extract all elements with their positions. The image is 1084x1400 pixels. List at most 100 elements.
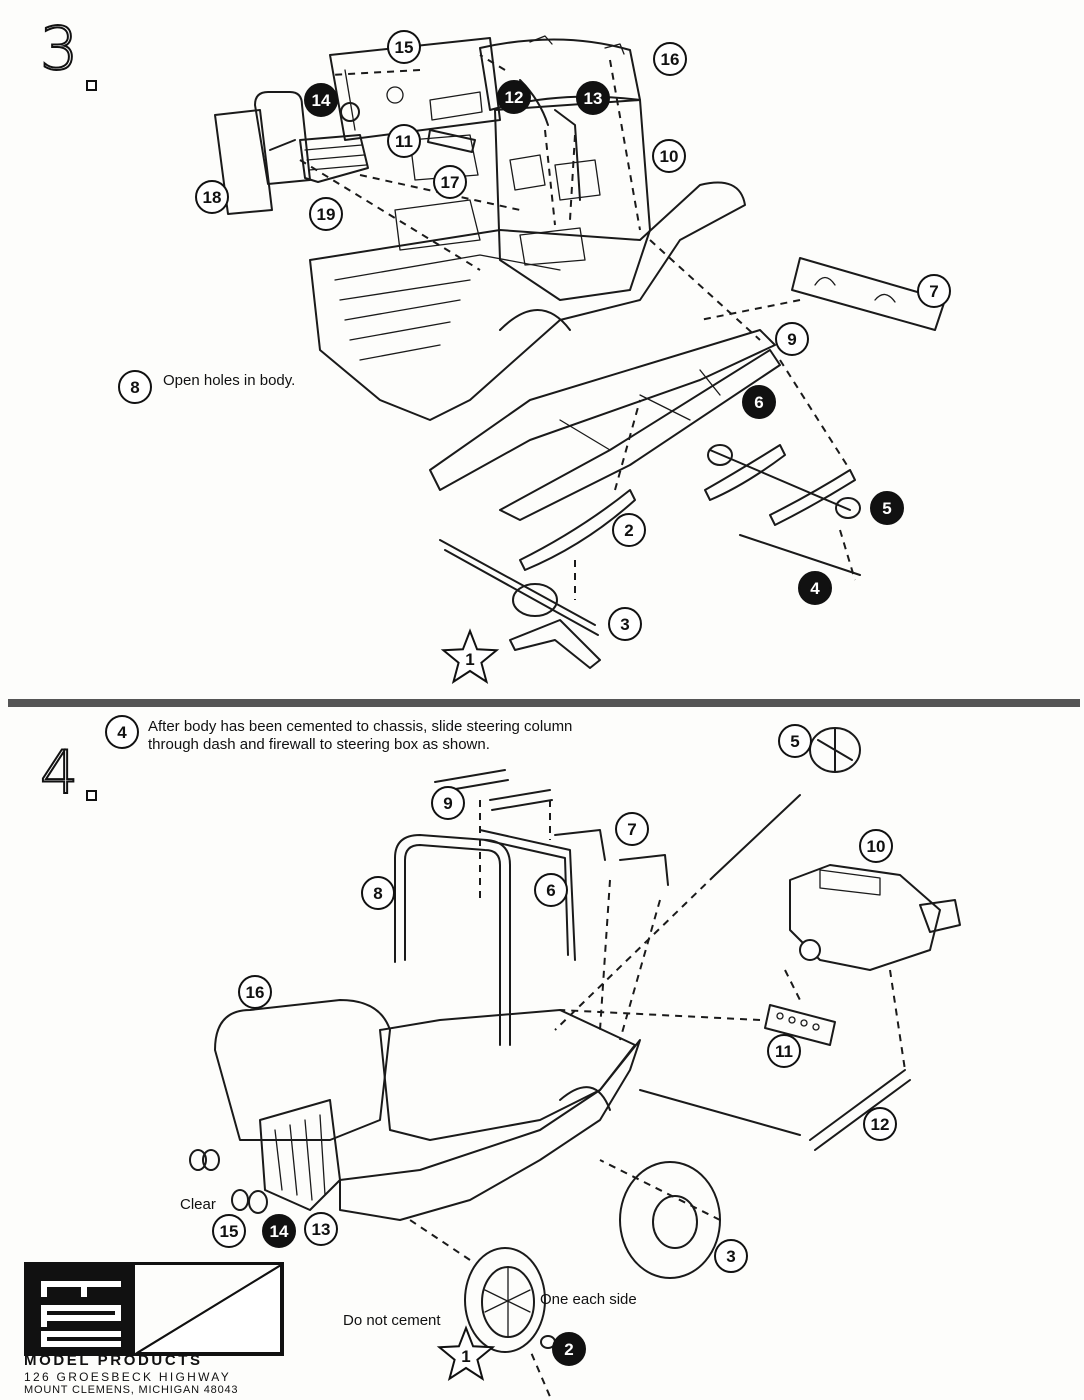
- body-tub: [309, 181, 746, 421]
- step3-part-15: 15: [387, 30, 421, 64]
- front-tire: [464, 1247, 546, 1353]
- step3-part-9-label: 9: [787, 330, 796, 349]
- step4-part-10: 10: [859, 829, 893, 863]
- step3-part-19-label: 19: [317, 205, 336, 224]
- step4-part-2-circle: [552, 1332, 586, 1366]
- dash-panel: [329, 37, 501, 141]
- step-number-3: 3: [39, 13, 79, 85]
- step3-part-11-label: 11: [395, 132, 413, 151]
- step3-part-10-label: 10: [660, 147, 679, 166]
- logo-address-1: 126 GROESBECK HIGHWAY: [24, 1370, 232, 1384]
- gauge-part: [340, 102, 360, 122]
- step4-part-14: 14: [262, 1214, 296, 1248]
- logo-address-2: MOUNT CLEMENS, MICHIGAN 48043: [24, 1384, 239, 1396]
- step4-part-9-circle: [431, 786, 465, 820]
- label-clear: Clear: [180, 1196, 216, 1213]
- step4-part-8-circle: [361, 876, 395, 910]
- step3-part-1: 1: [440, 628, 500, 684]
- step3-part-18-circle: [195, 180, 229, 214]
- step3-part-7: 7: [917, 274, 951, 308]
- step3-part-1-label: 1: [465, 650, 474, 669]
- front-hub-left: [707, 444, 733, 466]
- header-plate: [764, 1004, 836, 1046]
- lens-a: [189, 1149, 207, 1171]
- step4-part-7: 7: [615, 812, 649, 846]
- driveshaft-arrow: [639, 1089, 801, 1136]
- step3-part-4-label: 4: [810, 579, 820, 598]
- frame-rail-a: [429, 329, 776, 491]
- side-panel: [791, 257, 946, 331]
- seat-arrow: [269, 139, 296, 151]
- step4-part-16-label: 16: [246, 983, 265, 1002]
- step4-part-13-circle: [304, 1212, 338, 1246]
- driveshaft: [809, 1069, 911, 1151]
- step4-part-6: 6: [534, 873, 568, 907]
- steering-column: [714, 794, 801, 876]
- step4-part-2-label: 2: [564, 1340, 573, 1359]
- step3-part-7-label: 7: [929, 282, 938, 301]
- step3-part-2: 2: [612, 513, 646, 547]
- step3-part-2-label: 2: [624, 521, 633, 540]
- step4-part-1-label: 1: [461, 1347, 470, 1366]
- step3-part-14: 14: [304, 83, 338, 117]
- differential: [512, 583, 558, 617]
- step3-part-19-circle: [309, 197, 343, 231]
- step3-part-10-circle: [652, 139, 686, 173]
- step3-part-2-circle: [612, 513, 646, 547]
- step-4-note: After body has been cemented to chassis,…: [148, 718, 572, 754]
- step4-part-6-label: 6: [546, 881, 555, 900]
- panel-handles: [814, 276, 896, 303]
- lens-14: [248, 1190, 268, 1214]
- step4-part-12: 12: [863, 1107, 897, 1141]
- label-do-not-cement: Do not cement: [343, 1312, 441, 1329]
- step4-part-15-label: 15: [220, 1222, 239, 1241]
- frame-crossmembers: [559, 369, 721, 451]
- step4-part-5-label: 5: [790, 732, 799, 751]
- step4-part-12-label: 12: [871, 1115, 890, 1134]
- engine-pulley: [799, 939, 821, 961]
- step4-part-15: 15: [212, 1214, 246, 1248]
- front-hub-right: [835, 497, 861, 519]
- column-part: [427, 129, 476, 153]
- seat-back-panel: [214, 109, 273, 215]
- tube-9-b: [489, 789, 553, 811]
- step-4-dot: [86, 790, 97, 801]
- seat-frame: [254, 91, 311, 185]
- step3-part-17-circle: [433, 165, 467, 199]
- step4-part-8-label: 8: [373, 884, 382, 903]
- step-3-dot: [86, 80, 97, 91]
- cowl-hinges: [529, 35, 625, 55]
- step3-note-ref-label: 8: [130, 378, 139, 397]
- step3-part-7-circle: [917, 274, 951, 308]
- step4-note-ref: 4: [105, 715, 139, 749]
- step3-part-16-label: 16: [661, 50, 680, 69]
- engine-manifold: [919, 899, 961, 933]
- step4-part-12-circle: [863, 1107, 897, 1141]
- step4-part-9: 9: [431, 786, 465, 820]
- step3-part-10: 10: [652, 139, 686, 173]
- step-4-diagram: [189, 727, 961, 1400]
- header-holes: [776, 1012, 820, 1031]
- dash-hole: [386, 86, 404, 104]
- firewall-parts: [409, 134, 601, 201]
- step3-part-3-label: 3: [620, 615, 629, 634]
- axle-bracket: [509, 619, 601, 669]
- engine-carbs: [819, 869, 881, 896]
- wheel-spokes: [484, 1267, 531, 1337]
- step3-part-9: 9: [775, 322, 809, 356]
- step3-part-16: 16: [653, 42, 687, 76]
- mpc-logo-mark: [27, 1265, 281, 1353]
- roll-bar-7-b: [619, 854, 669, 886]
- column-leader: [554, 874, 716, 1031]
- wheel-well: [499, 309, 571, 331]
- lens-clear: [231, 1189, 249, 1211]
- leaf-springs-front: [704, 444, 856, 526]
- logo-brand: MODEL PRODUCTS: [24, 1352, 203, 1369]
- step3-part-12: 12: [497, 80, 531, 114]
- step-number-4: 4: [39, 737, 79, 809]
- step3-part-4-circle: [798, 571, 832, 605]
- step3-part-5-label: 5: [882, 499, 891, 518]
- step-3-note: Open holes in body.: [163, 372, 296, 389]
- seat-cushion: [299, 134, 369, 183]
